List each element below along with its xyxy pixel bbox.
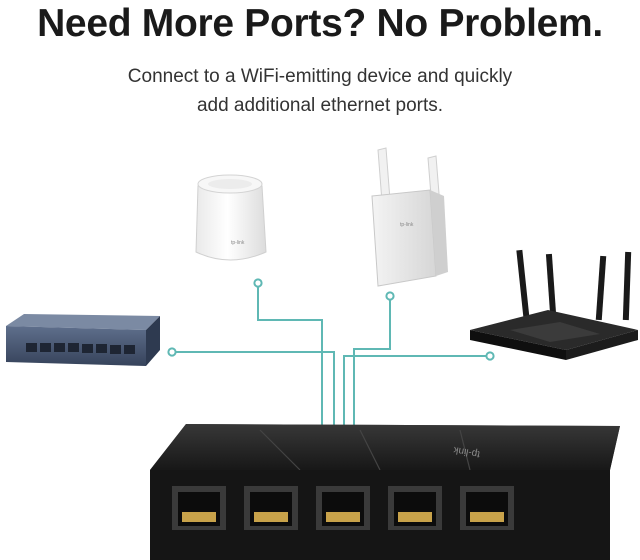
- dot-router: [485, 351, 495, 361]
- line-switch-left: [172, 351, 335, 432]
- subheading-line-2: add additional ethernet ports.: [196, 95, 444, 116]
- subheading-line-1: Connect to a WiFi-emitting device and qu…: [127, 66, 513, 87]
- desktop-switch-8-port: [6, 314, 160, 366]
- line-extender: [353, 296, 391, 432]
- extender-logo: tp-link: [400, 222, 414, 228]
- dot-extender: [385, 291, 395, 301]
- port-4: [388, 486, 442, 530]
- desktop-switch-5-port: tp-link: [150, 424, 620, 560]
- connector-lines: [167, 278, 495, 432]
- line-router: [343, 355, 490, 432]
- subheading: Connect to a WiFi-emitting device and qu…: [60, 62, 580, 120]
- port-1: [172, 486, 226, 530]
- wifi-router: [470, 249, 638, 360]
- range-extender: tp-link: [371, 147, 448, 287]
- switch-logo: tp-link: [452, 444, 481, 460]
- port-2: [244, 486, 298, 530]
- port-3: [316, 486, 370, 530]
- switch-5-ports: [172, 486, 514, 530]
- dot-mesh: [253, 278, 263, 288]
- port-5: [460, 486, 514, 530]
- mesh-logo: tp-link: [231, 240, 245, 246]
- switch-8-ports: [26, 343, 135, 354]
- dot-switch-left: [167, 347, 177, 357]
- mesh-unit: tp-link: [195, 174, 267, 261]
- line-mesh: [257, 283, 323, 432]
- headline: Need More Ports? No Problem.: [37, 2, 603, 45]
